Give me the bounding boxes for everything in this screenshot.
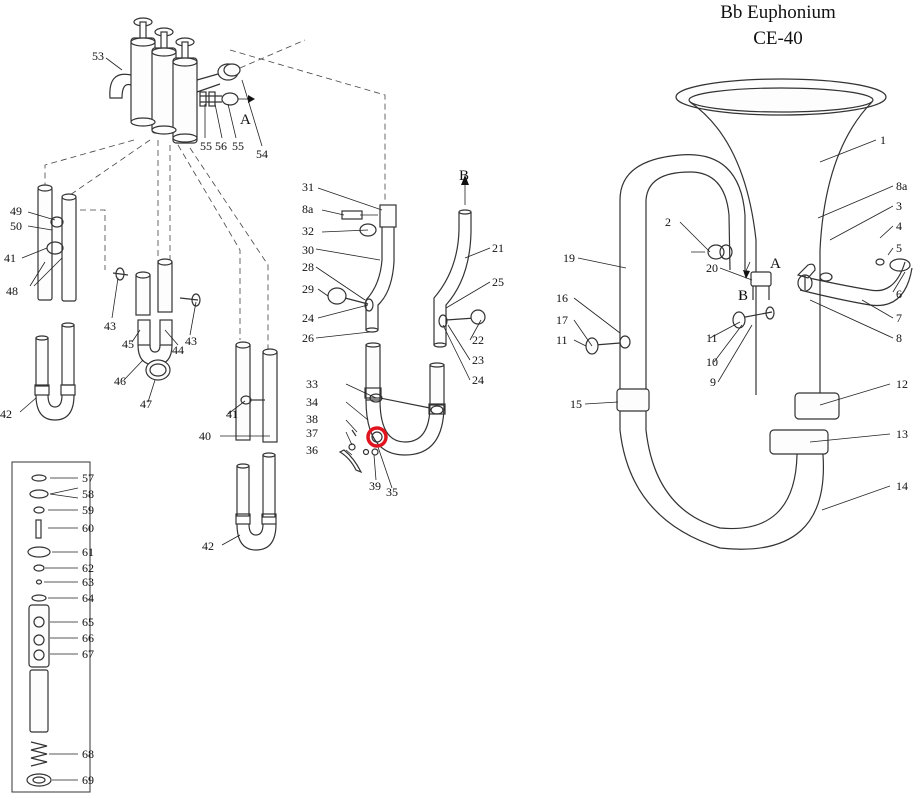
label-22: 22 (472, 333, 484, 347)
label-arrow-b-middle: B (459, 168, 469, 184)
highlight-ring-part-35 (366, 426, 388, 448)
label-8a-left: 8a (302, 202, 314, 216)
label-12: 12 (896, 377, 908, 391)
label-24-b: 24 (472, 373, 484, 387)
label-4: 4 (896, 219, 902, 233)
label-arrow-a-right: A (770, 256, 781, 272)
label-30: 30 (302, 243, 314, 257)
label-42-a: 42 (0, 407, 12, 421)
valve-cluster-drawing (109, 17, 255, 144)
label-65: 65 (82, 615, 94, 629)
label-6: 6 (896, 287, 902, 301)
label-61: 61 (82, 545, 94, 559)
label-63: 63 (82, 575, 94, 589)
label-42-b: 42 (202, 539, 214, 553)
label-arrow-a-left: A (240, 112, 251, 128)
label-11-right: 11 (706, 331, 718, 345)
label-37: 37 (306, 426, 318, 440)
label-33: 33 (306, 377, 318, 391)
label-57: 57 (82, 471, 94, 485)
label-13: 13 (896, 427, 908, 441)
label-55-a: 55 (200, 139, 212, 153)
label-20: 20 (706, 261, 718, 275)
left-valve-slides (37, 184, 77, 302)
label-39: 39 (369, 479, 381, 493)
crook-42-bottom (235, 452, 277, 551)
assembly-dash-lines (44, 39, 386, 350)
label-23: 23 (472, 353, 484, 367)
label-50: 50 (10, 219, 22, 233)
label-7: 7 (896, 311, 902, 325)
label-8a-right: 8a (896, 179, 908, 193)
label-24-a: 24 (302, 311, 314, 325)
label-43-a: 43 (104, 319, 116, 333)
label-31: 31 (302, 180, 314, 194)
label-29: 29 (302, 282, 314, 296)
label-16: 16 (556, 291, 568, 305)
label-21: 21 (492, 241, 504, 255)
middle-crook-assembly (112, 258, 201, 381)
label-8: 8 (896, 331, 902, 345)
label-69: 69 (82, 773, 94, 787)
label-48: 48 (6, 284, 18, 298)
slide-30-assembly (327, 204, 397, 333)
label-56: 56 (215, 139, 227, 153)
label-43-b: 43 (185, 334, 197, 348)
diagram-title: Bb Euphonium (720, 2, 836, 23)
label-1: 1 (880, 133, 886, 147)
label-3: 3 (896, 199, 902, 213)
label-46: 46 (114, 374, 126, 388)
valve-piston-exploded (11, 461, 91, 793)
label-10: 10 (706, 355, 718, 369)
callout-leaders (19, 57, 906, 781)
label-17: 17 (556, 313, 568, 327)
label-2: 2 (665, 215, 671, 229)
label-49: 49 (10, 204, 22, 218)
label-47: 47 (140, 397, 152, 411)
label-11-left: 11 (556, 333, 568, 347)
label-66: 66 (82, 631, 94, 645)
label-62: 62 (82, 561, 94, 575)
main-crook-33 (364, 342, 446, 456)
label-36: 36 (306, 443, 318, 457)
crook-42-left (34, 322, 76, 421)
label-35: 35 (386, 485, 398, 499)
label-55-b: 55 (232, 139, 244, 153)
label-44: 44 (172, 343, 184, 357)
label-32: 32 (302, 224, 314, 238)
label-41-b: 41 (226, 407, 238, 421)
label-arrow-b-right: B (738, 288, 748, 304)
label-54: 54 (256, 147, 268, 161)
label-26: 26 (302, 331, 314, 345)
label-45: 45 (122, 337, 134, 351)
label-19: 19 (563, 251, 575, 265)
label-68: 68 (82, 747, 94, 761)
assembled-euphonium (585, 78, 913, 550)
slide-tubes-41 (235, 341, 278, 443)
label-9: 9 (710, 375, 716, 389)
slide-21-assembly (433, 175, 486, 348)
label-28: 28 (302, 260, 314, 274)
label-40: 40 (199, 429, 211, 443)
label-60: 60 (82, 521, 94, 535)
water-key-parts (338, 429, 383, 474)
label-64: 64 (82, 591, 94, 605)
label-67: 67 (82, 647, 94, 661)
label-15: 15 (570, 397, 582, 411)
label-58: 58 (82, 487, 94, 501)
label-59: 59 (82, 503, 94, 517)
label-41-a: 41 (4, 251, 16, 265)
label-38: 38 (306, 412, 318, 426)
label-25: 25 (492, 275, 504, 289)
label-34: 34 (306, 395, 318, 409)
label-5: 5 (896, 241, 902, 255)
model-number: CE-40 (753, 28, 803, 49)
label-53: 53 (92, 49, 104, 63)
label-14: 14 (896, 479, 908, 493)
callout-labels: 53 56 55 55 54 A 49 50 41 48 43 43 45 44… (0, 49, 908, 787)
